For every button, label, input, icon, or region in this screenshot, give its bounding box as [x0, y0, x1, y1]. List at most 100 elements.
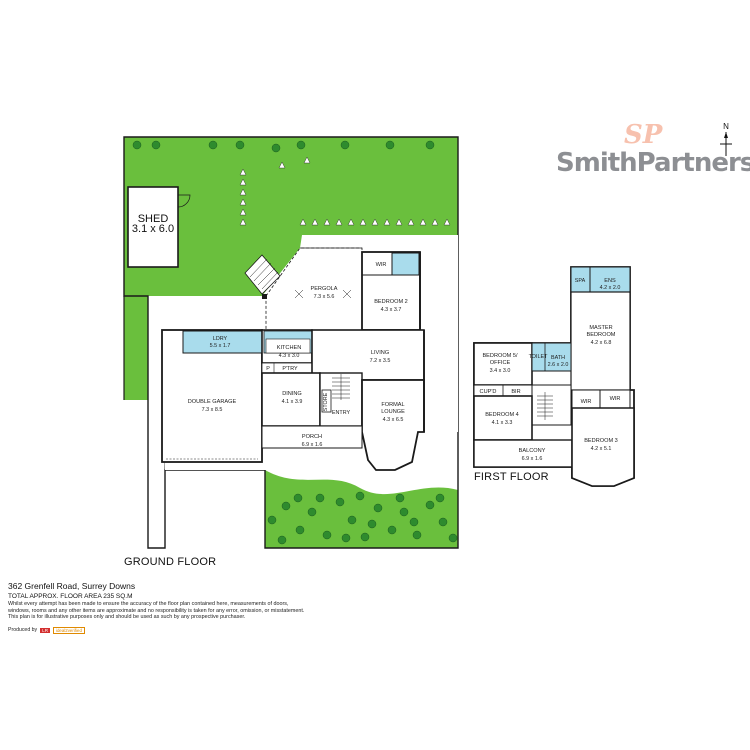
ensuite-ground: [391, 252, 420, 276]
bir-name: BIR: [511, 389, 520, 395]
ldry-dims: 5.5 x 1.7: [210, 343, 231, 349]
bed5-name-line2: OFFICE: [490, 360, 511, 366]
tree-icon: [341, 533, 351, 543]
ground-floor-labels: PERGOLA 7.3 x 5.6 BEDROOM 2 4.3 x 3.7 WI…: [188, 262, 408, 448]
tree-icon: [425, 140, 435, 150]
bedroom2-name: BEDROOM 2: [374, 299, 408, 305]
first-floor-title: FIRST FLOOR: [474, 471, 549, 483]
first-floor-labels: SPA ENS 4.2 x 2.0 MASTER BEDROOM 4.2 x 6…: [480, 278, 621, 462]
formal-lounge-dims: 4.3 x 6.5: [383, 417, 404, 423]
smith-partners-logo: SP SmithPartners: [556, 118, 750, 188]
tree-icon: [235, 140, 245, 150]
property-address: 362 Grenfell Road, Surrey Downs: [8, 581, 136, 591]
footer: 362 Grenfell Road, Surrey Downs TOTAL AP…: [8, 581, 488, 634]
ground-floor-house: [161, 235, 458, 471]
north-label: N: [723, 122, 729, 131]
tree-icon: [367, 519, 377, 529]
shrub-icon: [311, 218, 319, 226]
balcony-name: BALCONY: [519, 448, 546, 454]
tree-icon: [295, 525, 305, 535]
shrub-icon: [239, 178, 247, 186]
tree-icon: [425, 500, 435, 510]
dining-dims: 4.1 x 3.9: [282, 399, 303, 405]
formal-lounge-name-line1: FORMAL: [381, 402, 404, 408]
formal-lounge-name-line2: LOUNGE: [381, 409, 405, 415]
garage-dims: 7.3 x 8.5: [202, 407, 223, 413]
pantry-name: P'TRY: [282, 366, 298, 372]
master-dims: 4.2 x 6.8: [591, 340, 612, 346]
tree-icon: [355, 491, 365, 501]
tree-icon: [340, 140, 350, 150]
shrub-icon: [443, 218, 451, 226]
tree-icon: [208, 140, 218, 150]
tree-icon: [281, 501, 291, 511]
tree-icon: [409, 517, 419, 527]
bath-dims: 2.6 x 2.0: [548, 362, 569, 368]
front-lawn-trees: [267, 491, 458, 545]
balcony-dims: 6.9 x 1.6: [522, 456, 543, 462]
laundry: [182, 330, 263, 354]
shed-dims: 3.1 x 6.0: [132, 223, 174, 235]
spa-name: SPA: [575, 278, 586, 284]
produced-by: Produced by LR ideal2verified: [8, 626, 488, 634]
bed5-dims: 3.4 x 3.0: [490, 368, 511, 374]
ldry-name: LDRY: [213, 336, 228, 342]
cupd-name: CUP'D: [480, 389, 497, 395]
pantry-p-name: P: [266, 366, 270, 372]
living-dims: 7.2 x 3.5: [370, 358, 391, 364]
porch-dims: 6.9 x 1.6: [302, 442, 323, 448]
tree-icon: [435, 493, 445, 503]
toilet-name: TOILET: [529, 354, 548, 360]
shrub-icon: [419, 218, 427, 226]
entry-name: ENTRY: [332, 410, 351, 416]
shrub-icon: [278, 161, 286, 169]
shrub-icon: [299, 218, 307, 226]
tree-icon: [322, 530, 332, 540]
bed4-name: BEDROOM 4: [485, 412, 519, 418]
bath-name: BATH: [551, 355, 565, 361]
tree-icon: [307, 507, 317, 517]
pergola-dims: 7.3 x 5.6: [314, 294, 335, 300]
produced-by-label: Produced by: [8, 627, 38, 634]
living-name: LIVING: [371, 350, 389, 356]
shrub-icon: [431, 218, 439, 226]
tree-icon: [412, 530, 422, 540]
pergola-name: PERGOLA: [310, 286, 337, 292]
tree-icon: [293, 493, 303, 503]
ens-name: ENS: [604, 278, 616, 284]
shrub-icon: [335, 218, 343, 226]
shrub-icon: [303, 156, 311, 164]
shrub-icon: [239, 208, 247, 216]
wir-a-name: WIR: [581, 399, 592, 405]
tree-icon: [271, 143, 281, 153]
shrub-icon: [371, 218, 379, 226]
bedroom2-dims: 4.3 x 3.7: [381, 307, 402, 313]
producer-badge-secondary: ideal2verified: [53, 626, 85, 634]
shrub-icon: [239, 188, 247, 196]
ground-floor-title: GROUND FLOOR: [124, 556, 217, 568]
pergola-steps: [244, 254, 281, 299]
kitchen-name: KITCHEN: [277, 345, 302, 351]
shrub-icon: [383, 218, 391, 226]
north-arrow-icon: N: [720, 122, 732, 156]
producer-badge: LR: [40, 627, 51, 633]
ens-dims: 4.2 x 2.0: [600, 285, 621, 291]
disclaimer-line: This plan is for illustrative purposes o…: [8, 614, 246, 621]
shrub-icon: [395, 218, 403, 226]
tree-icon: [385, 140, 395, 150]
tree-icon: [360, 532, 370, 542]
tree-icon: [315, 493, 325, 503]
shrub-icon: [323, 218, 331, 226]
back-lawn-trees: [132, 140, 451, 226]
tree-icon: [395, 493, 405, 503]
shrub-icon: [359, 218, 367, 226]
bed3-dims: 4.2 x 5.1: [591, 446, 612, 452]
first-floor-house: [473, 266, 635, 487]
wir-b-name: WIR: [610, 396, 621, 402]
shed-name: SHED: [138, 213, 169, 225]
front-lawn-edge: [265, 470, 458, 495]
wir-ground-name: WIR: [376, 262, 387, 268]
bed4-dims: 4.1 x 3.3: [492, 420, 513, 426]
shrub-icon: [239, 168, 247, 176]
